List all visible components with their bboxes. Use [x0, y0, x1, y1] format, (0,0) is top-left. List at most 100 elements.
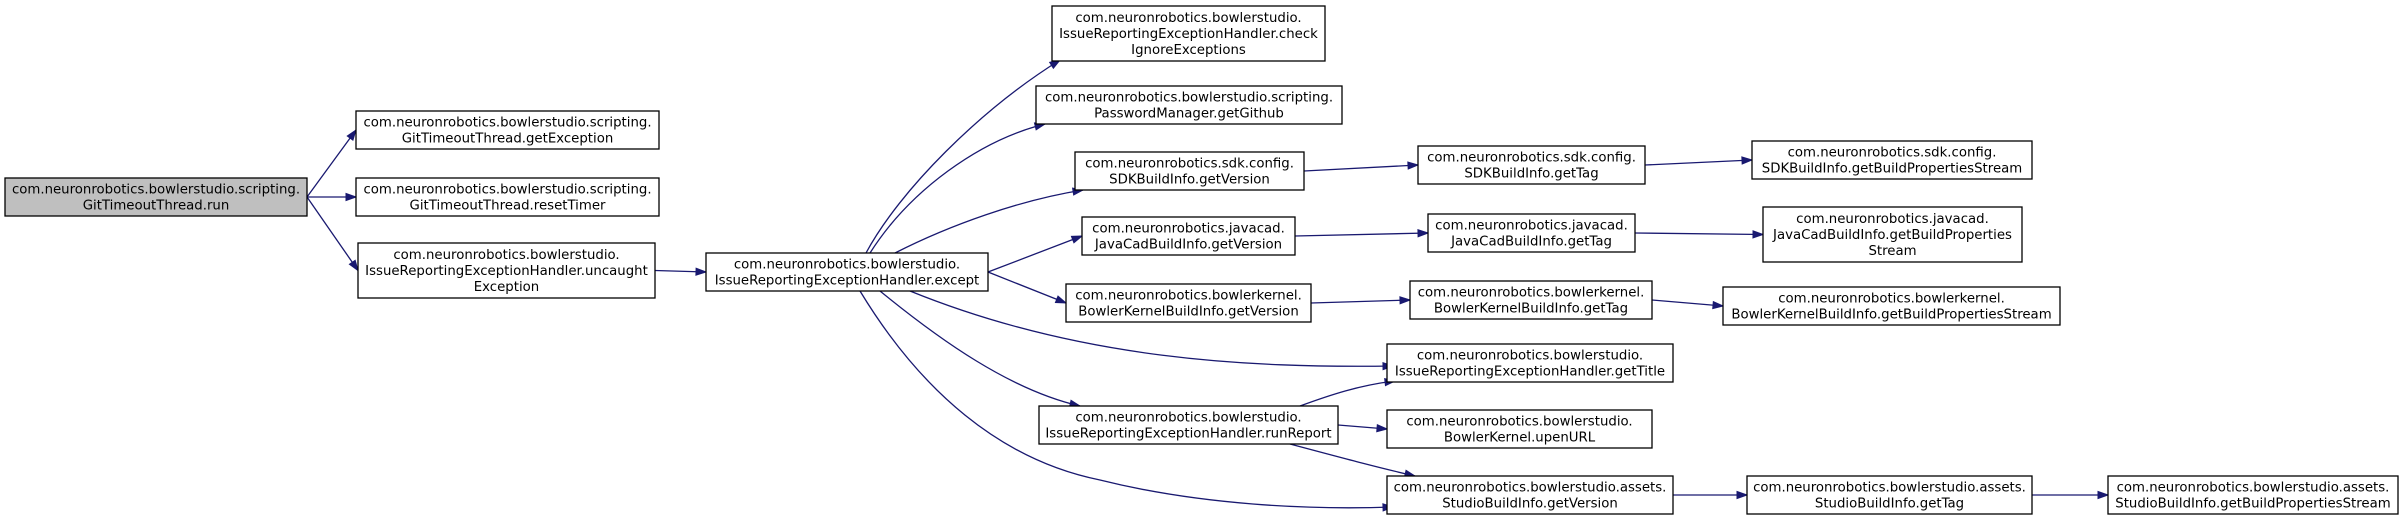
node-label-line: Exception [474, 280, 539, 295]
node-label-line: com.neuronrobotics.bowlerkernel. [1778, 292, 2005, 307]
node-bkGetVersion[interactable]: com.neuronrobotics.bowlerkernel.BowlerKe… [1065, 283, 1312, 323]
node-label-line: com.neuronrobotics.javacad. [1435, 219, 1628, 234]
node-box [1081, 216, 1296, 256]
node-box [357, 242, 656, 299]
node-box [1386, 343, 1674, 383]
node-label-line: IssueReportingExceptionHandler.runReport [1045, 427, 1331, 442]
node-box [1409, 280, 1653, 320]
node-getTitle[interactable]: com.neuronrobotics.bowlerstudio.IssueRep… [1386, 343, 1674, 383]
edge-runReport-to-upenURL [1337, 423, 1389, 433]
edge-arrowhead [1712, 300, 1725, 310]
node-sdkGetProps[interactable]: com.neuronrobotics.sdk.config.SDKBuildIn… [1751, 140, 2033, 180]
edge-arrowhead [2097, 490, 2110, 500]
node-label-line: com.neuronrobotics.bowlerstudio.scriptin… [363, 116, 651, 131]
edge-run-to-getException [306, 128, 357, 198]
node-label-line: GitTimeoutThread.resetTimer [410, 199, 606, 214]
node-label-line: JavaCadBuildInfo.getBuildProperties [1772, 228, 2012, 243]
call-edges [306, 59, 2110, 512]
node-box [1051, 5, 1326, 62]
node-label-line: PasswordManager.getGithub [1094, 107, 1284, 122]
edge-arrowhead [1736, 490, 1749, 500]
edge-arrowhead [1417, 229, 1430, 238]
node-bkGetProps[interactable]: com.neuronrobotics.bowlerkernel.BowlerKe… [1722, 286, 2061, 326]
edge-jcGetVersion-to-jcGetTag [1294, 229, 1430, 238]
node-box [1722, 286, 2061, 326]
node-box [1751, 140, 2033, 180]
node-box [4, 177, 308, 217]
node-bkGetTag[interactable]: com.neuronrobotics.bowlerkernel.BowlerKe… [1409, 280, 1653, 320]
node-label-line: IssueReportingExceptionHandler.check [1059, 27, 1318, 42]
edge-uncaughtException-to-except [654, 267, 708, 276]
node-label-line: com.neuronrobotics.javacad. [1796, 212, 1989, 227]
node-box [1038, 405, 1339, 445]
edge-sbGetVersion-to-sbGetTag [1673, 490, 1749, 500]
edge-arrowhead [1054, 295, 1068, 304]
edge-except-to-jcGetVersion [987, 235, 1084, 273]
node-label-line: com.neuronrobotics.bowlerkernel. [1075, 289, 1302, 304]
node-sdkGetVersion[interactable]: com.neuronrobotics.sdk.config.SDKBuildIn… [1074, 151, 1305, 191]
node-label-line: GitTimeoutThread.run [83, 199, 230, 214]
node-getException[interactable]: com.neuronrobotics.bowlerstudio.scriptin… [355, 110, 660, 150]
node-run: com.neuronrobotics.bowlerstudio.scriptin… [4, 177, 308, 217]
node-label-line: IgnoreExceptions [1131, 43, 1246, 58]
node-jcGetTag[interactable]: com.neuronrobotics.javacad.JavaCadBuildI… [1427, 213, 1636, 253]
node-getGithub[interactable]: com.neuronrobotics.bowlerstudio.scriptin… [1035, 85, 1343, 125]
edge-except-to-checkIgnoreExceptions [865, 59, 1062, 254]
edge-arrowhead [1407, 161, 1420, 170]
edge-bkGetTag-to-bkGetProps [1651, 299, 1725, 310]
node-label-line: JavaCadBuildInfo.getVersion [1094, 238, 1282, 253]
edge-except-to-getGithub [869, 122, 1047, 254]
edge-except-to-sdkGetVersion [894, 187, 1085, 254]
edge-except-to-runReport [879, 290, 1082, 408]
edge-run-to-resetTimer [307, 192, 358, 202]
node-jcGetVersion[interactable]: com.neuronrobotics.javacad.JavaCadBuildI… [1081, 216, 1296, 256]
node-sbGetTag[interactable]: com.neuronrobotics.bowlerstudio.assets.S… [1746, 475, 2033, 515]
edge-except-to-bkGetVersion [987, 271, 1068, 304]
node-label-line: IssueReportingExceptionHandler.except [715, 274, 980, 289]
node-jcGetProps[interactable]: com.neuronrobotics.javacad.JavaCadBuildI… [1762, 206, 2023, 263]
node-uncaughtException[interactable]: com.neuronrobotics.bowlerstudio.IssueRep… [357, 242, 656, 299]
edge-arrowhead [695, 267, 708, 276]
edge-run-to-uncaughtException [306, 196, 359, 272]
node-label-line: JavaCadBuildInfo.getTag [1450, 235, 1612, 250]
node-checkIgnoreExceptions[interactable]: com.neuronrobotics.bowlerstudio.IssueRep… [1051, 5, 1326, 62]
node-label-line: com.neuronrobotics.bowlerstudio.scriptin… [12, 183, 300, 198]
node-label-line: com.neuronrobotics.javacad. [1092, 222, 1285, 237]
node-label-line: IssueReportingExceptionHandler.uncaught [365, 264, 648, 279]
edge-arrowhead [1752, 230, 1765, 239]
edge-bkGetVersion-to-bkGetTag [1310, 296, 1412, 305]
node-runReport[interactable]: com.neuronrobotics.bowlerstudio.IssueRep… [1038, 405, 1339, 445]
node-label-line: StudioBuildInfo.getBuildPropertiesStream [2115, 497, 2390, 512]
node-sbGetVersion[interactable]: com.neuronrobotics.bowlerstudio.assets.S… [1386, 475, 1674, 515]
edge-sdkGetVersion-to-sdkGetTag [1303, 161, 1420, 172]
call-nodes: com.neuronrobotics.bowlerstudio.scriptin… [4, 5, 2399, 515]
edge-arrowhead [345, 192, 358, 202]
node-sbGetProps[interactable]: com.neuronrobotics.bowlerstudio.assets.S… [2107, 475, 2399, 515]
node-box [355, 177, 660, 217]
node-box [1386, 475, 1674, 515]
node-label-line: com.neuronrobotics.bowlerstudio. [734, 258, 960, 273]
node-label-line: StudioBuildInfo.getTag [1815, 497, 1964, 512]
node-box [355, 110, 660, 150]
node-label-line: BowlerKernelBuildInfo.getVersion [1078, 305, 1299, 320]
node-label-line: com.neuronrobotics.bowlerstudio.assets. [2117, 481, 2390, 496]
node-label-line: SDKBuildInfo.getTag [1464, 167, 1598, 182]
node-label-line: com.neuronrobotics.bowlerstudio.scriptin… [363, 183, 651, 198]
node-label-line: com.neuronrobotics.bowlerstudio. [393, 248, 619, 263]
node-upenURL[interactable]: com.neuronrobotics.bowlerstudio.BowlerKe… [1386, 409, 1653, 449]
edge-arrowhead [1070, 235, 1084, 244]
node-box [1417, 145, 1646, 185]
node-label-line: com.neuronrobotics.bowlerstudio.assets. [1753, 481, 2026, 496]
node-label-line: com.neuronrobotics.sdk.config. [1427, 151, 1636, 166]
node-sdkGetTag[interactable]: com.neuronrobotics.sdk.config.SDKBuildIn… [1417, 145, 1646, 185]
edge-arrowhead [1399, 296, 1412, 305]
edge-sdkGetTag-to-sdkGetProps [1644, 156, 1754, 166]
node-resetTimer[interactable]: com.neuronrobotics.bowlerstudio.scriptin… [355, 177, 660, 217]
node-except[interactable]: com.neuronrobotics.bowlerstudio.IssueRep… [705, 252, 989, 292]
edge-arrowhead [1741, 156, 1754, 165]
node-label-line: com.neuronrobotics.bowlerstudio.assets. [1394, 481, 1667, 496]
node-label-line: Stream [1868, 244, 1916, 259]
node-label-line: com.neuronrobotics.bowlerstudio.scriptin… [1045, 91, 1333, 106]
node-label-line: BowlerKernelBuildInfo.getBuildProperties… [1731, 308, 2051, 323]
node-box [1762, 206, 2023, 263]
